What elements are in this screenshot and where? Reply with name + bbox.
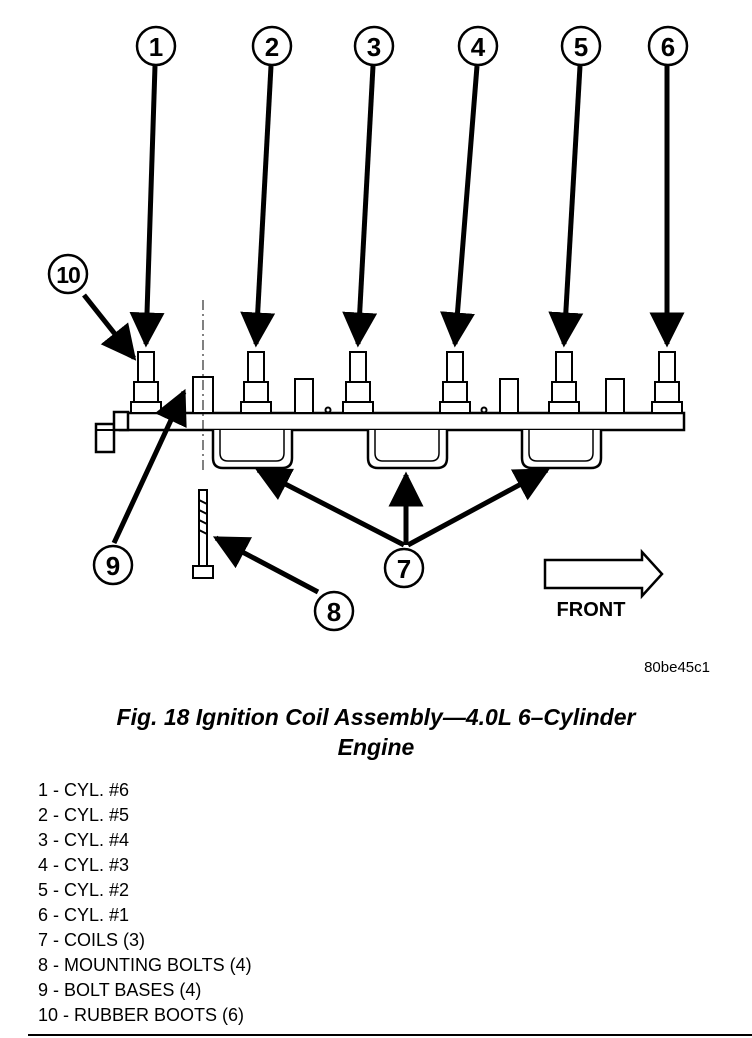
legend-item: 1 - CYL. #6 [38, 780, 130, 800]
legend-item: 7 - COILS (3) [38, 930, 146, 950]
rubber-boots [130, 351, 683, 414]
caption-line-1: Fig. 18 Ignition Coil Assembly—4.0L 6–Cy… [116, 704, 636, 730]
coil-pack-2 [366, 430, 449, 470]
rubber-boot-3 [342, 351, 374, 414]
coil-pack-3 [520, 430, 603, 470]
caption-line-2: Engine [337, 734, 415, 760]
callout-circles [47, 25, 689, 632]
bottom-rule [28, 1034, 752, 1036]
callout-1: 1 [149, 32, 163, 62]
callout-3: 3 [367, 32, 381, 62]
callout-10: 10 [56, 262, 80, 288]
front-label: FRONT [557, 599, 626, 621]
rubber-boot-4 [439, 351, 471, 414]
callout-7: 7 [397, 554, 411, 584]
callout-2: 2 [265, 32, 279, 62]
rubber-boot-5 [548, 351, 580, 414]
legend-item: 5 - CYL. #2 [38, 880, 130, 900]
legend-item: 6 - CYL. #1 [38, 905, 130, 925]
rubber-boot-6 [651, 351, 683, 414]
callout-4: 4 [471, 32, 486, 62]
figure-caption: Fig. 18 Ignition Coil Assembly—4.0L 6–Cy… [0, 702, 752, 762]
image-code: 80be45c1 [644, 659, 710, 676]
ignition-coil-diagram: 1 2 3 4 5 6 7 8 9 10 FRONT 80be45c1 [47, 25, 710, 676]
callout-6: 6 [661, 32, 675, 62]
front-arrow-icon [543, 548, 664, 600]
legend-item: 4 - CYL. #3 [38, 855, 130, 875]
bolt-bases [192, 376, 625, 414]
bolt-base-3 [499, 378, 519, 414]
legend-item: 2 - CYL. #5 [38, 805, 130, 825]
rubber-boot-2 [240, 351, 272, 414]
bolt-base-4 [605, 378, 625, 414]
legend-item: 10 - RUBBER BOOTS (6) [38, 1005, 245, 1025]
legend-item: 9 - BOLT BASES (4) [38, 980, 202, 1000]
callout-arrows [82, 65, 685, 595]
rubber-boot-1 [130, 351, 162, 414]
legend-item: 3 - CYL. #4 [38, 830, 130, 850]
mounting-bolt [192, 489, 214, 579]
coil-pack-1 [211, 430, 294, 470]
callout-9: 9 [106, 551, 120, 581]
parts-legend: 1 - CYL. #6 2 - CYL. #5 3 - CYL. #4 4 - … [38, 778, 252, 1028]
callout-5: 5 [574, 32, 588, 62]
legend-item: 8 - MOUNTING BOLTS (4) [38, 955, 252, 975]
callout-8: 8 [327, 597, 341, 627]
coil-rail [94, 410, 686, 454]
bolt-base-2 [294, 378, 314, 414]
